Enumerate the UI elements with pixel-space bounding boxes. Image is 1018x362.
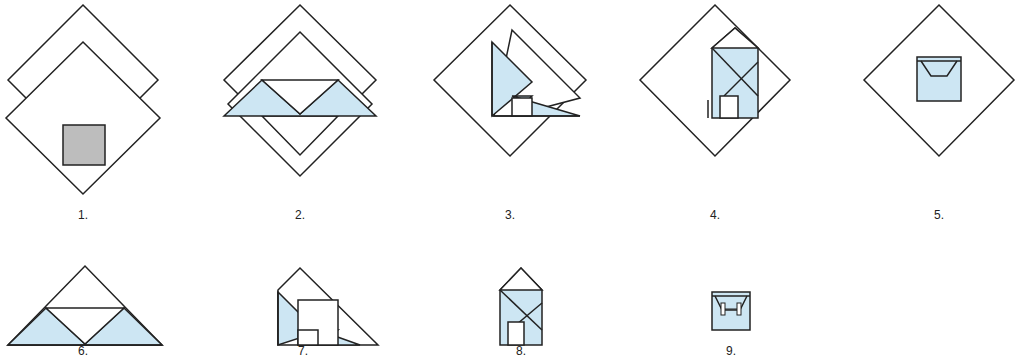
step-1-figure — [6, 5, 160, 194]
step-number: 6. — [78, 344, 88, 358]
step-9-figure — [712, 292, 750, 330]
step-number: 2. — [295, 208, 305, 222]
step-number: 9. — [726, 344, 736, 358]
step-6-figure — [8, 266, 162, 345]
step-5-figure — [864, 5, 1014, 156]
step-3-figure — [434, 5, 586, 156]
step-2-figure — [224, 5, 376, 176]
step-number: 8. — [516, 344, 526, 358]
step-8-figure — [500, 268, 542, 345]
step-number: 3. — [505, 208, 515, 222]
step-number: 1. — [78, 208, 88, 222]
step-7-figure — [278, 268, 378, 345]
step-number: 5. — [934, 208, 944, 222]
step-number: 4. — [710, 208, 720, 222]
step-number: 7. — [298, 344, 308, 358]
step-4-figure — [640, 5, 790, 156]
